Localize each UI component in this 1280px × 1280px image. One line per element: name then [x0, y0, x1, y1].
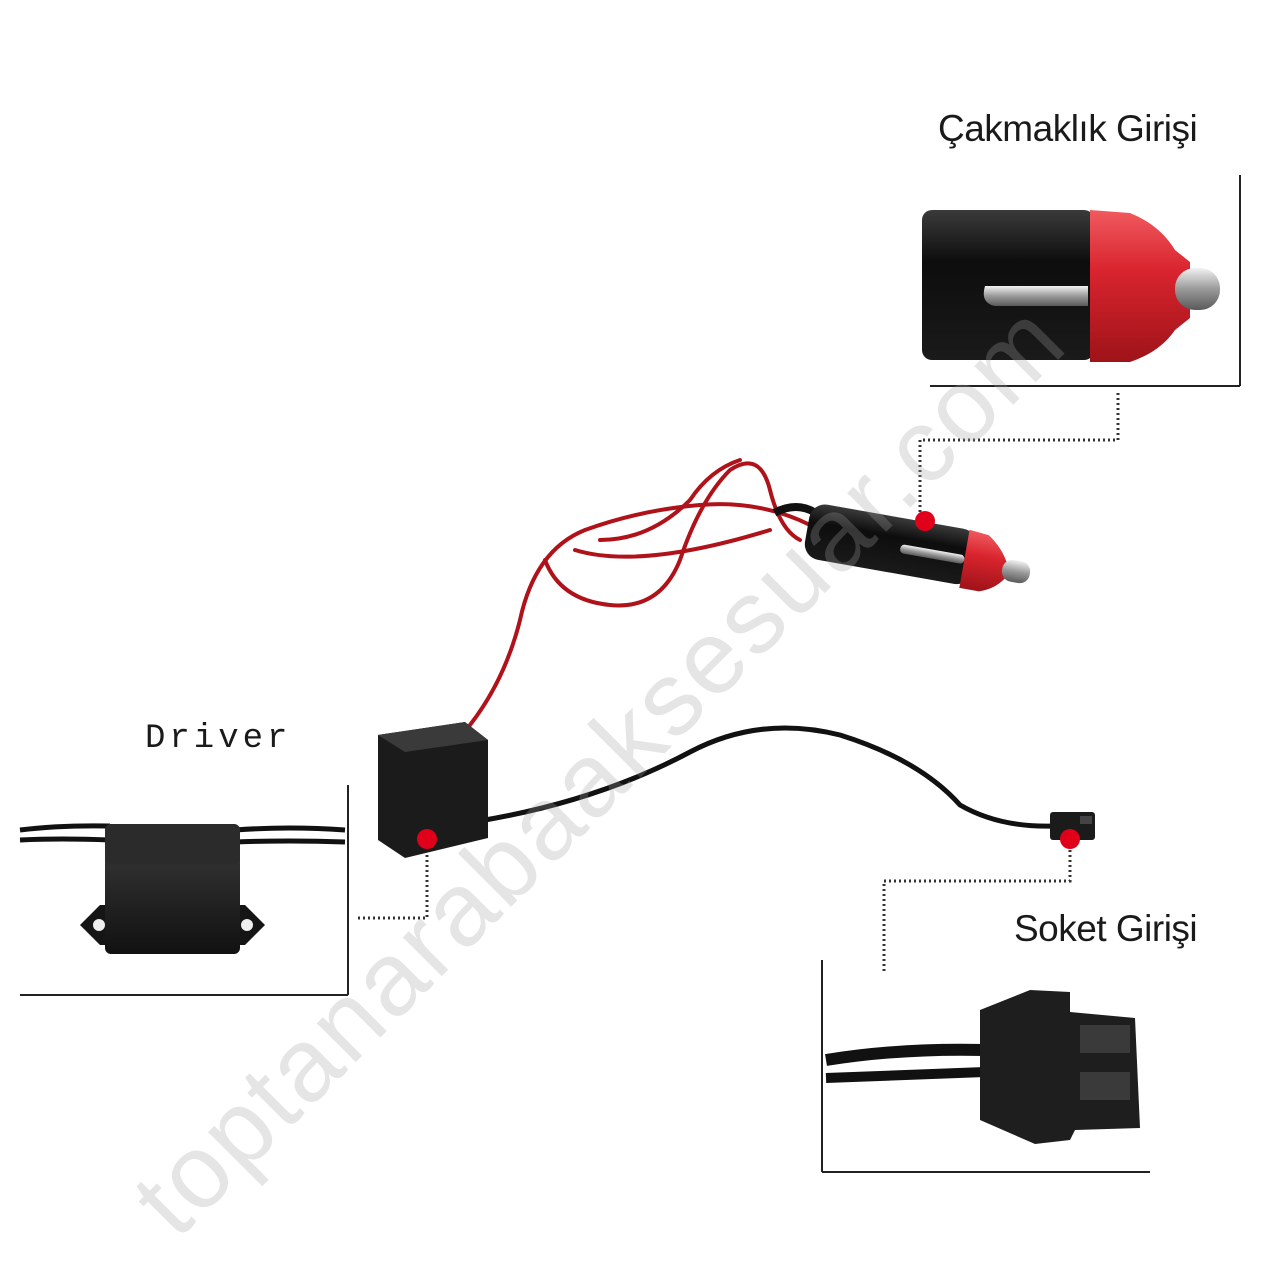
frame-driver [20, 785, 349, 996]
small-socket [1050, 812, 1095, 840]
driver-box [378, 722, 488, 858]
lighter-plug [772, 503, 1031, 592]
leader-lines [355, 392, 1120, 972]
red-power-cable [468, 458, 812, 727]
label-soket-girisi: Soket Girişi [1014, 908, 1198, 949]
socket-connector-closeup [825, 990, 1140, 1144]
frame-soket [821, 960, 1150, 1173]
label-driver: Driver [145, 720, 292, 758]
label-cakmaklik-girisi: Çakmaklık Girişi [938, 108, 1198, 149]
driver-box-closeup [19, 823, 346, 954]
lighter-plug-closeup [922, 210, 1220, 362]
marker-lighter [915, 511, 935, 531]
frame-cakmaklik [930, 175, 1241, 387]
marker-socket [1060, 829, 1080, 849]
black-output-cable [482, 725, 1058, 829]
marker-driver [417, 829, 437, 849]
